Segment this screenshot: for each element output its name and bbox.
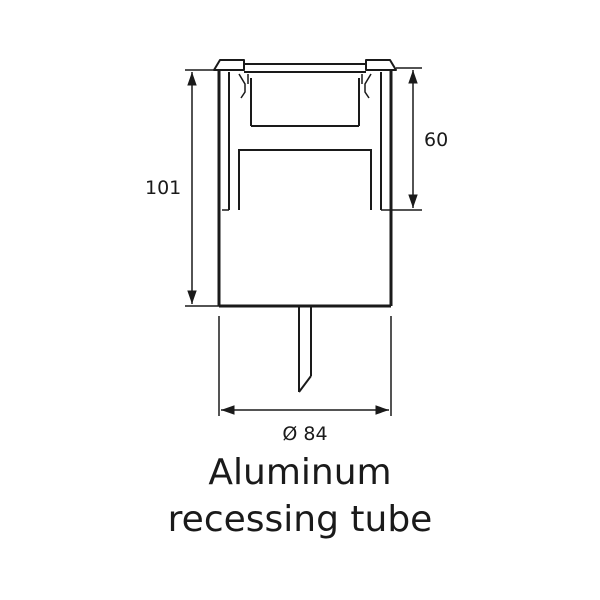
caption-title: Aluminum	[208, 452, 392, 493]
diameter-label: Ø 84	[282, 423, 327, 445]
overall-height-label: 101	[145, 177, 181, 199]
inner-cup	[250, 78, 360, 127]
top-flange	[213, 59, 397, 73]
dimension-inner-depth	[388, 67, 422, 211]
inner-depth-label: 60	[424, 129, 448, 151]
retaining-clips	[238, 73, 372, 99]
cable	[298, 306, 312, 393]
caption-subtitle: recessing tube	[167, 499, 433, 540]
tube-body	[217, 70, 393, 308]
inner-bracket	[238, 149, 372, 210]
dimension-diameter	[218, 316, 392, 416]
dimension-overall-height	[185, 69, 219, 307]
